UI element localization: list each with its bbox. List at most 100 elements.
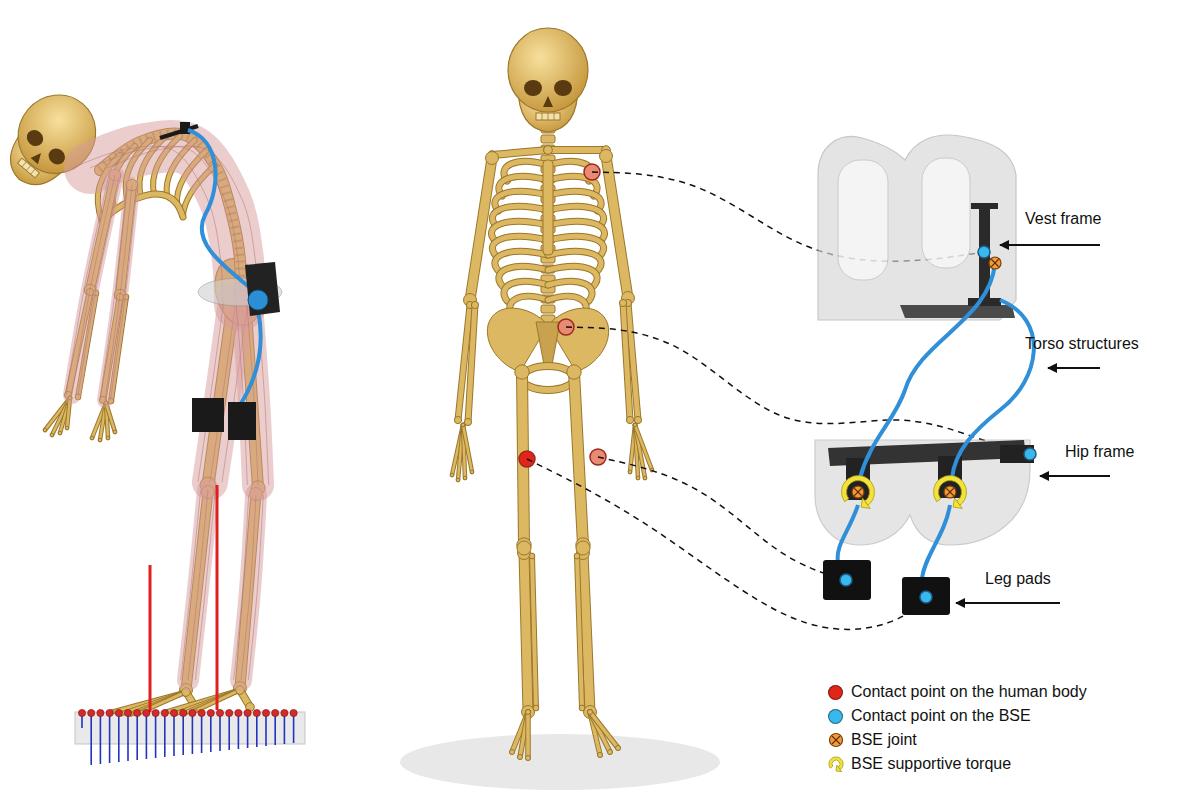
ground-reaction-forces: [82, 716, 294, 765]
joint-cross: [832, 736, 840, 744]
ground-contact-dot: [161, 709, 168, 716]
sternum: [543, 160, 553, 255]
leg-pad: [823, 560, 871, 600]
ground-contact-dot: [226, 709, 233, 716]
ground-force-vector: [100, 716, 102, 764]
ground-force-vector: [247, 716, 249, 748]
tooth-gap: [22, 162, 26, 167]
bone: [52, 398, 70, 435]
tooth-gap: [542, 113, 543, 120]
ground-force-vector: [284, 716, 286, 744]
bse-joint: [944, 486, 956, 498]
legend-symbol: [828, 732, 844, 748]
muscle-fiber: [248, 495, 263, 680]
bone-end: [471, 301, 478, 308]
bone-end: [454, 416, 461, 423]
sacrum: [536, 322, 560, 365]
bone-end: [607, 749, 612, 754]
torque-arrowhead: [836, 765, 842, 772]
joint-cross: [854, 488, 861, 495]
vest-strap-hole: [922, 158, 970, 268]
bone-outline: [463, 425, 472, 472]
ground-contact-dot: [134, 709, 141, 716]
muscle-fiber: [110, 185, 137, 400]
nose-cavity: [31, 150, 45, 164]
patella: [576, 541, 590, 555]
bse-joint: [830, 734, 843, 747]
bone-end: [525, 709, 530, 714]
bone-end: [65, 426, 69, 430]
ground-force-vector: [265, 716, 267, 746]
skull: [508, 28, 588, 132]
ground-contact-dot: [78, 709, 85, 716]
joint-cross: [946, 488, 953, 495]
bse-contact-point: [1024, 448, 1036, 460]
bone: [635, 425, 652, 470]
muscle: [247, 305, 258, 485]
bone-end: [633, 423, 637, 427]
joint-cross: [991, 259, 998, 266]
bone-end: [463, 476, 467, 480]
bone-outline: [548, 146, 606, 154]
leg-pad: [902, 577, 950, 615]
torque-arc: [934, 476, 967, 506]
ground-contact-dot: [235, 709, 242, 716]
leader-arrow: [1040, 475, 1110, 477]
hip-joint: [248, 290, 268, 310]
tooth-gap: [548, 113, 549, 120]
bone: [520, 712, 528, 757]
ground-contact-dot: [124, 709, 131, 716]
bone-end: [587, 709, 592, 714]
patella: [517, 541, 531, 555]
bse-contact-point: [840, 574, 852, 586]
muscle-fiber: [188, 490, 208, 680]
teeth: [536, 113, 560, 120]
vertebra: [541, 135, 555, 143]
ground-contact-dot: [216, 709, 223, 716]
muscle: [105, 185, 132, 400]
torque-arc: [842, 476, 875, 506]
pubic-ring: [522, 366, 574, 390]
bone-outline: [52, 398, 70, 435]
leader-arrows: [956, 245, 1110, 603]
torso-structure: [952, 300, 1034, 478]
bone: [470, 158, 492, 300]
bone-end: [515, 365, 529, 379]
bone-end: [587, 709, 592, 714]
ground-contact-dot: [88, 709, 95, 716]
joint-cross: [991, 259, 998, 266]
vest-strap-hole: [838, 160, 888, 280]
bone-end: [113, 430, 117, 434]
bone-outline: [525, 712, 531, 758]
bone-end: [544, 146, 553, 155]
bone-end: [615, 745, 620, 750]
legend-symbol: [828, 756, 844, 772]
leg-structure: [240, 310, 261, 405]
bone-end: [634, 416, 641, 423]
bse-contact-point: [920, 591, 932, 603]
torque-arrowhead: [861, 498, 870, 508]
bone: [623, 303, 630, 420]
torso-structure: [860, 263, 995, 478]
bone-end: [509, 749, 514, 754]
bone-end: [619, 299, 626, 306]
legend-row: Contact point on the BSE: [828, 704, 1087, 728]
bone-end: [525, 755, 530, 760]
bone-end: [628, 470, 632, 474]
joint-cross: [946, 488, 953, 495]
bone-end: [567, 365, 581, 379]
torque-arrowhead: [953, 498, 962, 508]
ground-contact-dot: [106, 709, 113, 716]
ground-contact-dot: [281, 709, 288, 716]
bone-end: [106, 436, 110, 440]
leader-arrow: [1048, 367, 1100, 369]
legend: Contact point on the human bodyContact p…: [828, 680, 1087, 776]
ground-force-vector: [228, 716, 230, 750]
standing-skeleton: [400, 28, 720, 790]
bone-end: [461, 423, 465, 427]
ground-force-vector: [155, 716, 157, 758]
muscle-fiber: [247, 305, 258, 485]
ground-contact-dot: [189, 709, 196, 716]
vest-beam-cap: [968, 298, 1001, 306]
